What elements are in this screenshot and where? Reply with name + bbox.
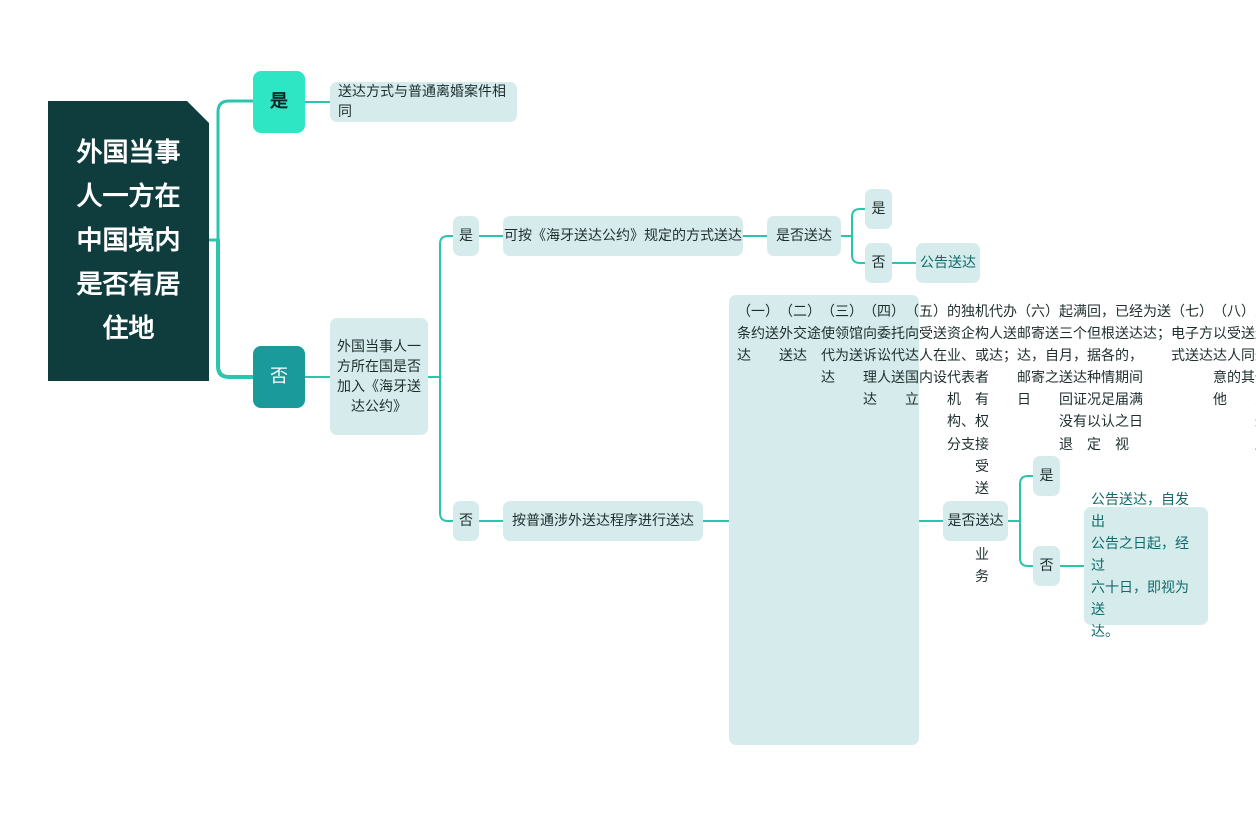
root-line-3: 中国境内 (76, 226, 181, 256)
root-line-1: 外国当事 (76, 138, 181, 168)
question-to-sub-yes-connector (427, 235, 454, 378)
root-line-5: 住地 (102, 314, 155, 344)
hague-question-node: 外国当事人一 方所在国是否 加入《海牙送 达公约》 (330, 318, 428, 435)
branch-yes-node: 是 (253, 71, 305, 133)
root-to-yes-connector (207, 99, 255, 242)
service-method-line: 起满三个月，送达回证没有退 (1059, 304, 1087, 453)
root-to-no-connector (216, 238, 255, 379)
service-method-line: 回，但根据各种情况足以认定 (1087, 304, 1115, 453)
root-line-2: 人一方在 (76, 182, 181, 212)
sub-no-node: 否 (453, 501, 479, 541)
service-method-line: （二）外交途送达 (779, 304, 821, 365)
ordinary-method-node: 按普通涉外送达程序进行送达 (503, 501, 703, 541)
service-method-line: （五）向受送达人在国内设立 (905, 304, 947, 409)
public-notice-line-1: 公告送达，自发出 (1091, 492, 1189, 530)
sub-no-served-no: 否 (1033, 546, 1060, 586)
question-to-sub-no-connector (439, 376, 454, 522)
served-to-no-connector (851, 235, 866, 264)
sub-yes-node: 是 (453, 216, 479, 256)
sub-no-served-yes: 是 (1033, 456, 1060, 496)
root-line-4: 是否有居 (76, 270, 181, 300)
sub-yes-public-notice: 公告送达 (916, 243, 980, 283)
service-method-line: （一）条约送达 (737, 304, 779, 365)
root-fold-corner (187, 101, 209, 123)
sub-yes-served-no: 否 (865, 243, 892, 283)
hague-method-node: 可按《海牙送达公约》规定的方式送达 (503, 216, 743, 256)
service-method-line: 为送达； (1143, 304, 1171, 343)
hague-question-line-3: 加入《海牙送 (337, 378, 421, 395)
hague-question-line-4: 达公约》 (351, 398, 407, 415)
service-method-line: （三）使领馆代为送达 (821, 304, 863, 387)
service-method-line: 的独资企业、代表机构、分支 (947, 304, 975, 453)
public-notice-line-3: 六十日，即视为送 (1091, 580, 1189, 618)
branch-yes-result: 送达方式与普通离婚案件相同 (330, 82, 517, 122)
served2-to-yes-connector (1007, 475, 1034, 522)
branch-no-node: 否 (253, 346, 305, 408)
sub-yes-served-yes: 是 (865, 189, 892, 229)
sub-yes-served-question: 是否送达 (767, 216, 841, 256)
service-method-line: 代办人送达； (989, 304, 1017, 365)
service-method-line: （四）向委托诉讼代理人送达 (863, 304, 905, 409)
service-method-line: （七）电子方式送达 (1171, 304, 1213, 365)
served-to-yes-connector (840, 208, 866, 237)
service-method-line: 已经送达的，期间届满之日视 (1115, 304, 1143, 453)
hague-question-line-2: 方所在国是否 (337, 358, 421, 375)
root-node: 外国当事 人一方在 中国境内 是否有居 住地 (48, 101, 209, 381)
sub-no-served-question: 是否送达 (943, 501, 1008, 541)
public-notice-line-4: 达。 (1091, 624, 1119, 640)
sub-no-public-notice: 公告送达，自发出 公告之日起，经过 六十日，即视为送 达。 (1084, 492, 1208, 640)
public-notice-line-2: 公告之日起，经过 (1091, 536, 1189, 574)
service-methods-list: （一）条约送达（二）外交途送达（三）使领馆代为送达（四）向委托诉讼代理人送达（五… (729, 295, 1256, 745)
served2-to-no-connector (1019, 520, 1034, 567)
service-method-line: （六）邮寄送达，自邮寄之日 (1017, 304, 1059, 409)
service-method-line: （八）以受送达人同意的其他 (1213, 304, 1255, 409)
service-method-line: 机构或者有权接受送达的业务 (975, 304, 989, 586)
hague-question-line-1: 外国当事人一 (337, 338, 421, 355)
